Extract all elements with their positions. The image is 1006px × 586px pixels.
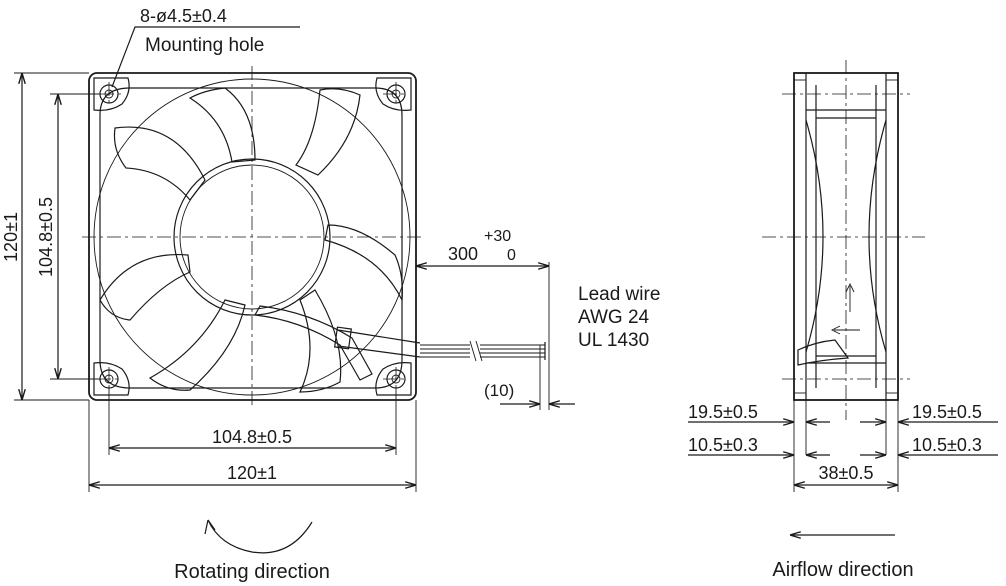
depth-label: 38±0.5: [819, 463, 874, 483]
mounting-hole-spec: 8-ø4.5±0.4: [140, 6, 227, 26]
impeller-blades: [99, 87, 403, 393]
strip-length-label: (10): [484, 381, 514, 400]
front-view: 8-ø4.5±0.4 Mounting hole 120±1 104.8±0.5…: [1, 6, 660, 583]
right-flange-1-label: 19.5±0.5: [912, 402, 982, 422]
lead-tolerance-plus: +30: [484, 228, 511, 245]
airflow-label: Airflow direction: [772, 559, 913, 581]
width-pitch-label: 104.8±0.5: [212, 427, 292, 447]
lead-wire-line-3: UL 1430: [578, 330, 649, 351]
width-outer-label: 120±1: [227, 463, 277, 483]
mounting-hole-leader: [111, 26, 300, 88]
lead-wire-line-1: Lead wire: [578, 284, 660, 305]
fan-frame-outline: [88, 72, 417, 401]
height-pitch-label: 104.8±0.5: [36, 197, 56, 277]
venturi-opening: [99, 87, 403, 389]
airflow-indicator-icon: [830, 282, 860, 335]
mounting-hole-label: Mounting hole: [145, 35, 264, 56]
rotation-arrow-icon: [207, 519, 313, 554]
side-view: 19.5±0.5 10.5±0.3 19.5±0.5 10.5±0.3 38±0…: [688, 60, 998, 581]
lead-length-label: 300: [448, 244, 478, 264]
height-outer-label: 120±1: [1, 212, 21, 262]
lead-wire-line-2: AWG 24: [578, 307, 650, 328]
left-flange-2-label: 10.5±0.3: [688, 435, 758, 455]
lead-tolerance-minus: 0: [507, 247, 516, 264]
rotation-label: Rotating direction: [174, 561, 330, 583]
left-flange-1-label: 19.5±0.5: [688, 402, 758, 422]
right-flange-2-label: 10.5±0.3: [912, 435, 982, 455]
lead-wire: [333, 326, 546, 362]
